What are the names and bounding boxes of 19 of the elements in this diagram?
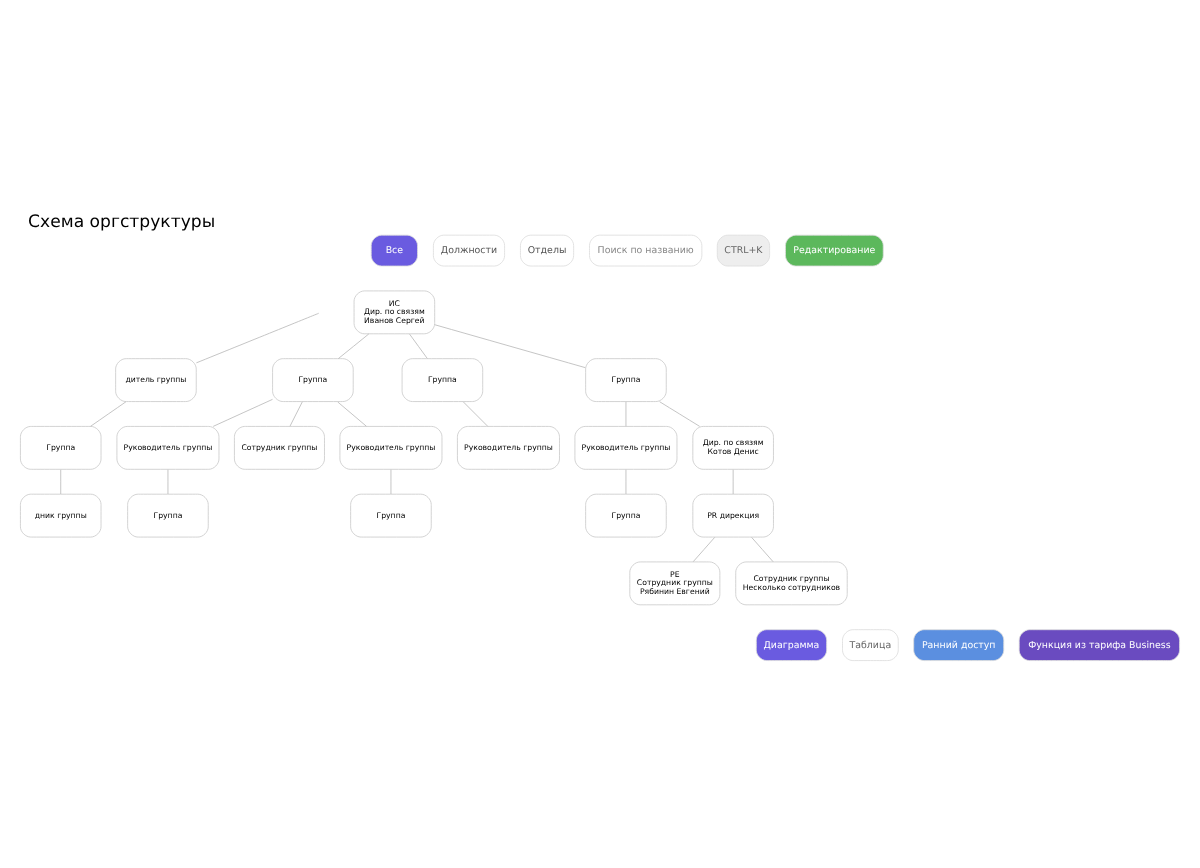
connector: [337, 332, 370, 359]
connector: [195, 311, 320, 363]
connector: [337, 400, 367, 426]
connector: [289, 400, 303, 426]
connector: [625, 468, 627, 494]
connector: [212, 397, 273, 426]
connector: [434, 323, 586, 368]
connector: [60, 468, 62, 494]
connector: [409, 332, 428, 358]
diagram-title: Схема оргструктуры: [28, 211, 216, 232]
connector: [390, 468, 392, 494]
connector: [90, 400, 127, 426]
connector: [692, 535, 716, 562]
connector: [462, 400, 489, 426]
connector: [625, 400, 627, 426]
connector: [751, 535, 774, 562]
connector: [167, 468, 169, 494]
connector: [659, 400, 701, 426]
connector: [732, 468, 734, 494]
